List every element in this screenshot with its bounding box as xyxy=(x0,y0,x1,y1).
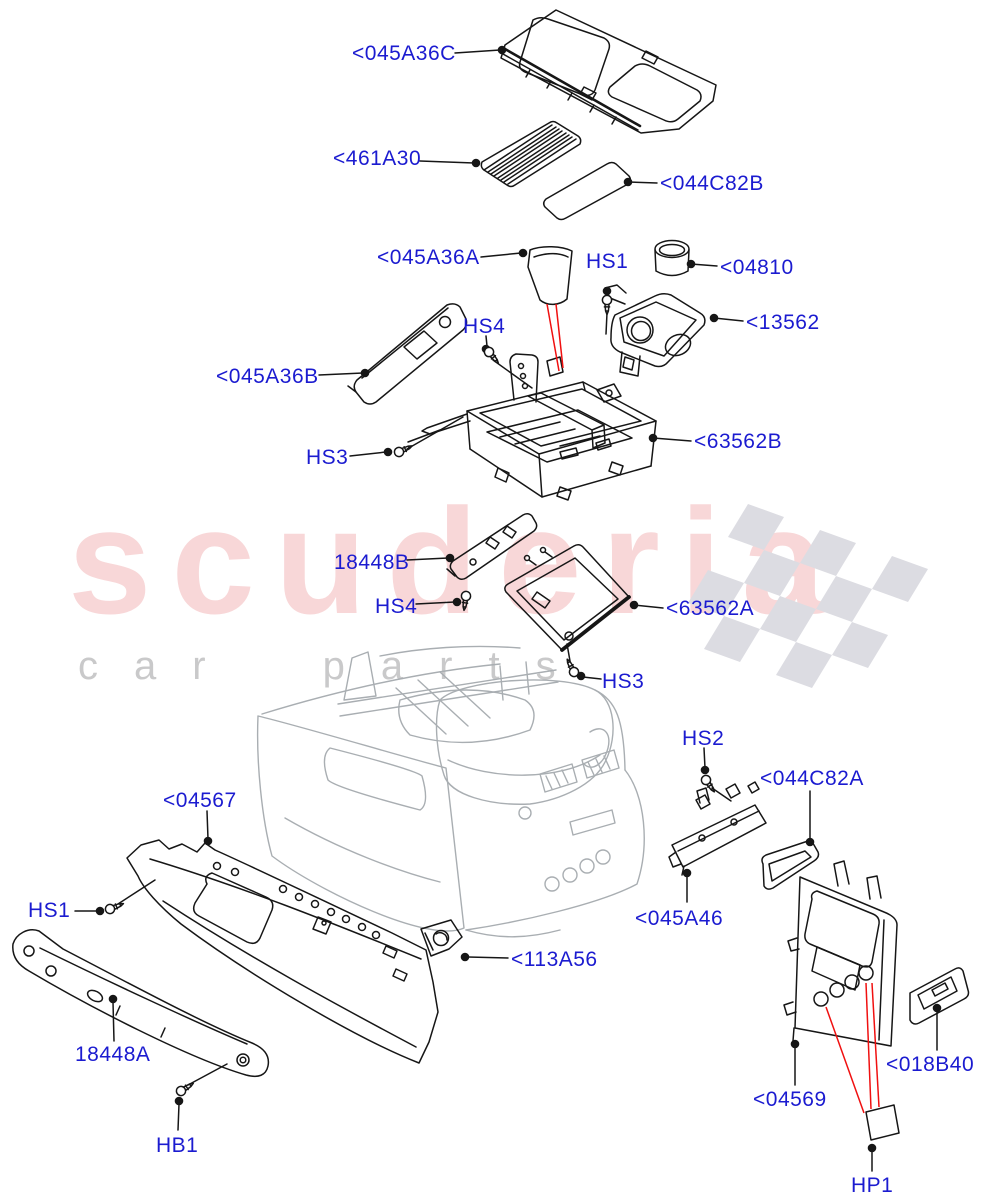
part-label-044C82A[interactable]: <044C82A xyxy=(760,767,864,790)
screw-icon xyxy=(698,772,719,796)
part-label-045A36C[interactable]: <045A36C xyxy=(352,42,456,65)
part-blanking-plate xyxy=(865,1104,900,1141)
part-label-018B40[interactable]: <018B40 xyxy=(886,1053,975,1076)
screw-icon xyxy=(458,590,472,612)
part-label-HP1[interactable]: HP1 xyxy=(851,1174,894,1197)
part-label-04569[interactable]: <04569 xyxy=(753,1088,827,1111)
part-label-HS4-mid[interactable]: HS4 xyxy=(375,595,418,618)
part-retaining-clip xyxy=(420,919,463,957)
part-label-HS4-upper[interactable]: HS4 xyxy=(463,315,506,338)
part-label-HS3-mid[interactable]: HS3 xyxy=(602,670,645,693)
part-label-HS1-upper[interactable]: HS1 xyxy=(586,250,629,273)
screw-icon xyxy=(481,344,503,367)
part-ashtray-cup xyxy=(654,239,690,277)
part-label-18448B[interactable]: 18448B xyxy=(334,551,410,574)
part-label-HS1-lower[interactable]: HS1 xyxy=(28,899,71,922)
part-rear-finish-panel xyxy=(783,860,898,1047)
screw-icon xyxy=(392,440,415,459)
part-console-carrier-frame xyxy=(407,353,657,501)
part-label-04567[interactable]: <04567 xyxy=(163,789,237,812)
part-label-04810[interactable]: <04810 xyxy=(720,256,794,279)
screw-icon xyxy=(601,294,613,316)
watermark-brand: scuderia xyxy=(68,477,845,645)
part-label-045A46[interactable]: <045A46 xyxy=(635,907,724,930)
part-label-045A36B[interactable]: <045A36B xyxy=(216,365,319,388)
part-trim-insert-a xyxy=(527,246,573,306)
part-usb-socket-cover xyxy=(909,967,970,1025)
part-rear-bracket xyxy=(668,781,767,876)
leader-dots xyxy=(95,45,942,1153)
part-scuff-strip-b xyxy=(446,512,538,581)
part-label-461A30[interactable]: <461A30 xyxy=(333,147,422,170)
part-label-113A56[interactable]: <113A56 xyxy=(511,948,598,971)
part-label-63562A[interactable]: <63562A xyxy=(666,597,755,620)
part-label-HS2[interactable]: HS2 xyxy=(682,727,725,750)
part-side-panel xyxy=(126,839,439,1064)
part-top-finish-panel xyxy=(500,9,717,134)
part-label-13562[interactable]: <13562 xyxy=(746,311,820,334)
part-floor-tray xyxy=(504,543,631,652)
part-label-18448A[interactable]: 18448A xyxy=(75,1043,151,1066)
checkered-flag-watermark xyxy=(688,504,928,688)
part-armrest-strip xyxy=(12,929,270,1078)
part-rubber-mat-a xyxy=(761,840,820,890)
screw-icon xyxy=(562,656,581,679)
part-cupholder-tray xyxy=(604,284,706,377)
part-label-HS3-upper[interactable]: HS3 xyxy=(306,446,349,469)
highlight-lines xyxy=(546,303,880,1114)
part-label-044C82B[interactable]: <044C82B xyxy=(660,172,764,195)
part-label-63562B[interactable]: <63562B xyxy=(694,430,783,453)
part-label-HB1[interactable]: HB1 xyxy=(156,1134,199,1157)
part-side-finisher-left xyxy=(347,303,468,405)
part-label-045A36A[interactable]: <045A36A xyxy=(377,246,480,269)
part-vent-mat xyxy=(480,120,582,188)
console-body-sketch xyxy=(256,645,645,938)
part-rubber-mat-b xyxy=(542,161,632,221)
leader-lines xyxy=(74,49,938,1172)
